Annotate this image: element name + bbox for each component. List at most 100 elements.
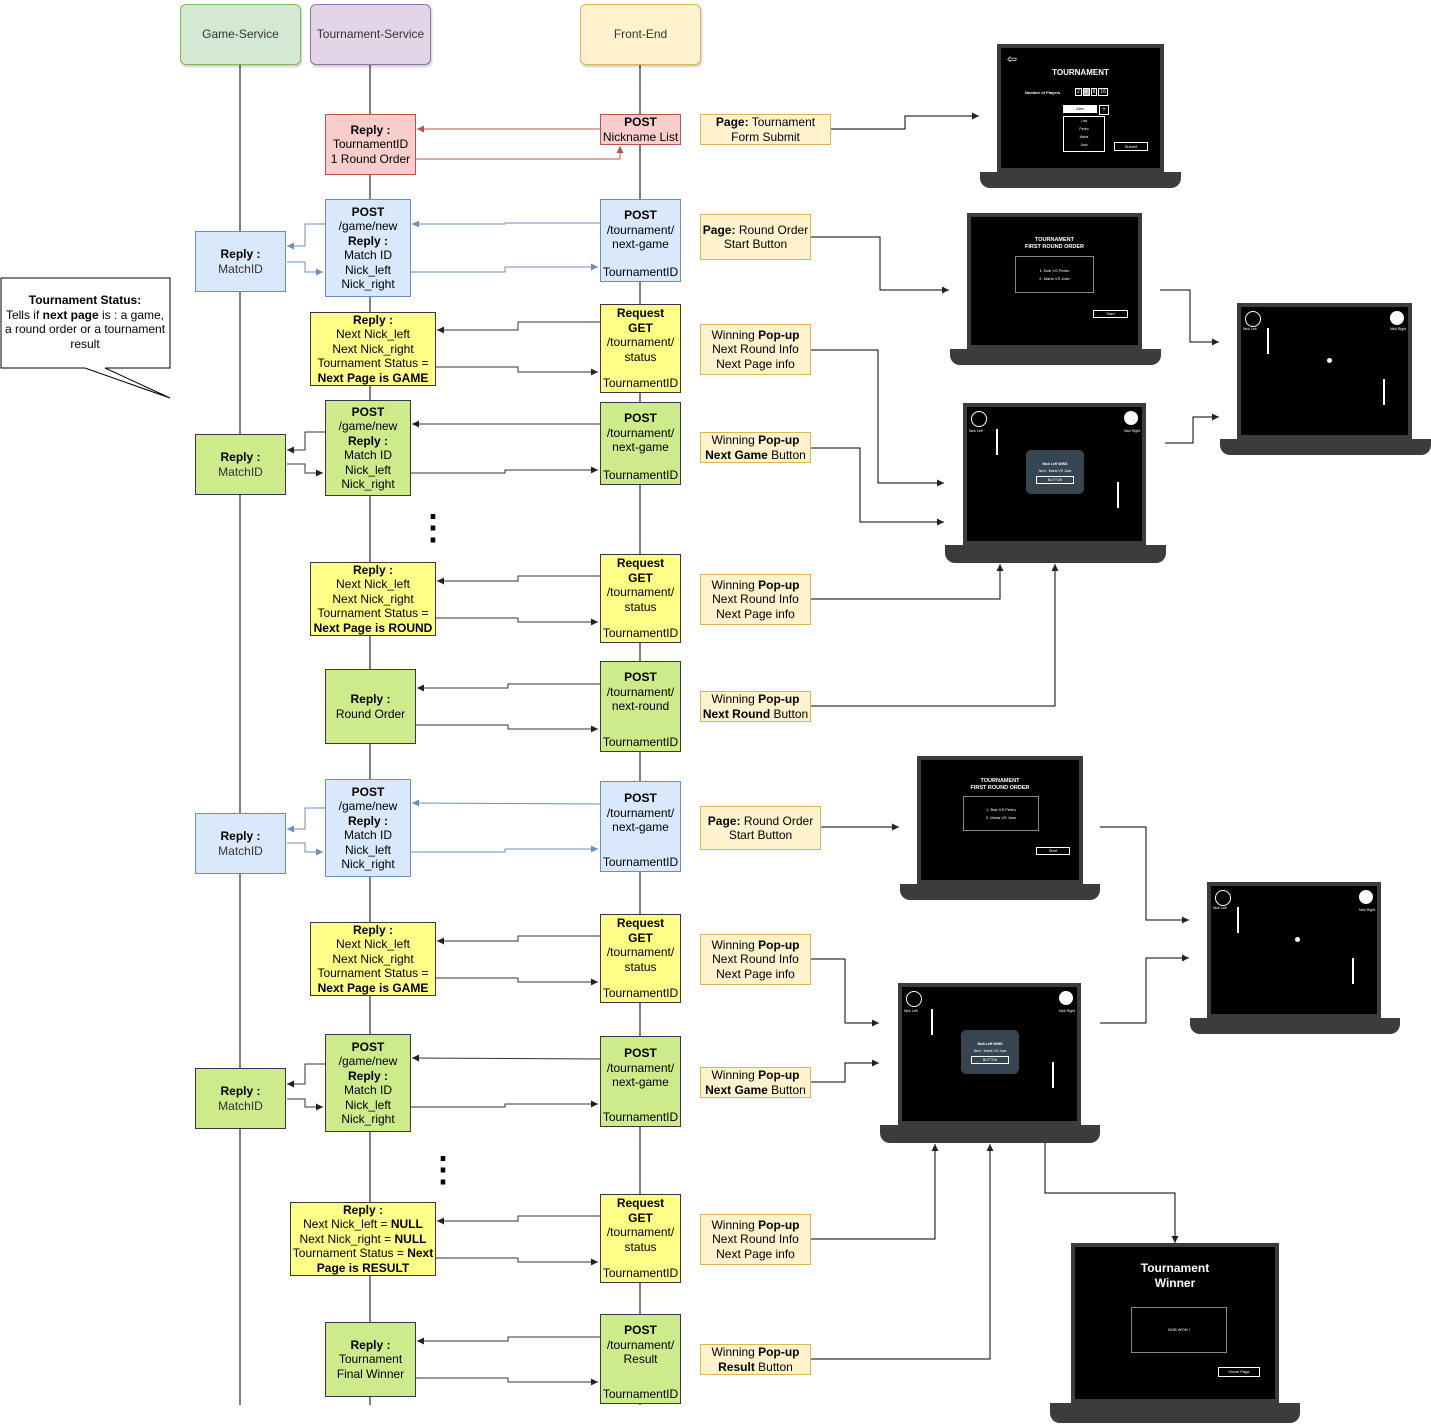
link-note4 — [810, 447, 944, 526]
arrow-r4-d — [411, 466, 598, 474]
arrow-r2-a — [412, 220, 600, 228]
lane-header-front-end: Front-End — [580, 4, 701, 65]
arrow-r6-a — [417, 683, 600, 692]
tournament-reply-r10: Reply : Next Nick_left = NULL Next Nick_… — [290, 1202, 436, 1276]
link-win1-game1 — [1165, 413, 1219, 444]
arrow-r9-d — [411, 1100, 598, 1108]
arrow-r8-b — [436, 977, 598, 986]
paddle-right — [1383, 379, 1385, 405]
lane-header-tournament-service: Tournament-Service — [310, 4, 431, 65]
link-round1-game1 — [1160, 289, 1219, 346]
laptop-winning-popup-1: Nick Left Nick Right Nick Left WINS Next… — [945, 403, 1166, 563]
popup-button: BUTTON — [971, 1056, 1009, 1064]
laptop-pong-game-2: Nick Left Nick Right — [1190, 882, 1400, 1034]
link-win2-game2 — [1100, 954, 1189, 1024]
arrow-r5-a — [437, 575, 600, 585]
avatar-left-icon — [1215, 890, 1231, 906]
winning-popup: Nick Left WINS Next : Maria VS Jose BUTT… — [961, 1030, 1019, 1074]
game-reply-r4: Reply :MatchID — [195, 434, 286, 495]
avatar-left-icon — [1245, 311, 1261, 327]
arrow-r7-a — [411, 799, 601, 807]
link-note11 — [810, 1144, 994, 1360]
add-player-button: + — [1099, 105, 1109, 115]
ball — [1295, 937, 1300, 942]
arrow-r2-c — [287, 261, 323, 276]
avatar-left-icon — [971, 411, 987, 427]
laptop-pong-game-1: Nick Left Nick Right — [1220, 303, 1431, 455]
arrow-r7-c — [287, 842, 323, 856]
link-note2 — [810, 236, 949, 294]
arrow-r10-b — [436, 1257, 598, 1266]
avatar-right-icon — [1390, 311, 1404, 325]
paddle-left — [1237, 907, 1239, 933]
nick-left-label: Nick Left — [904, 1009, 918, 1013]
arrow-r7-b — [287, 807, 325, 833]
avatar-right-icon — [1359, 890, 1373, 904]
arrow-r5-b — [436, 617, 598, 626]
arrow-r11-a — [417, 1336, 600, 1345]
submit-button: Submit — [1114, 142, 1148, 151]
ellipsis-2: ⋮ — [426, 1150, 460, 1189]
paddle-left — [996, 429, 998, 455]
game-reply-r7: Reply :MatchID — [195, 813, 286, 874]
start-button: Start — [1093, 310, 1128, 318]
link-note1 — [830, 112, 979, 130]
arrow-r4-c — [287, 463, 323, 477]
lane-header-game-service: Game-Service — [180, 4, 301, 65]
avatar-right-icon — [1124, 411, 1138, 425]
link-note6 — [810, 564, 1059, 707]
arrow-r9-a — [411, 1054, 601, 1062]
arrow-r10-a — [437, 1215, 600, 1225]
nick-left-label: Nick Left — [1243, 327, 1257, 331]
nick-right-label: Nick Right — [1059, 1009, 1075, 1013]
arrow-r11-b — [416, 1377, 598, 1386]
winner-message: BOB WON ! — [1131, 1307, 1227, 1353]
paddle-left — [1267, 328, 1269, 354]
paddle-left — [931, 1009, 933, 1035]
nick-right-label: Nick Right — [1359, 908, 1375, 912]
winning-popup: Nick Left WINS Next : Maria VS Jose BUTT… — [1026, 450, 1084, 494]
laptop-tournament-form: ⇦ TOURNAMENT Number of Players 2 4 8 16 … — [980, 44, 1181, 188]
arrow-r2-b — [287, 223, 325, 250]
players-size-options: 2 4 8 16 — [1075, 88, 1108, 96]
game-reply-r9: Reply :MatchID — [195, 1068, 286, 1129]
nickname-input: Alex — [1063, 105, 1097, 113]
arrow-r6-b — [416, 724, 598, 733]
back-arrow-icon: ⇦ — [1007, 52, 1018, 66]
ellipsis-1: ⋮ — [416, 508, 450, 547]
link-win2-winner — [1044, 1142, 1179, 1243]
tournament-reply-r6: Reply :Round Order — [325, 669, 416, 744]
popup-button: BUTTON — [1036, 476, 1074, 484]
callout-tournament-status: Tournament Status: Tells if next page is… — [4, 293, 166, 351]
arrow-r3-a — [437, 321, 600, 334]
